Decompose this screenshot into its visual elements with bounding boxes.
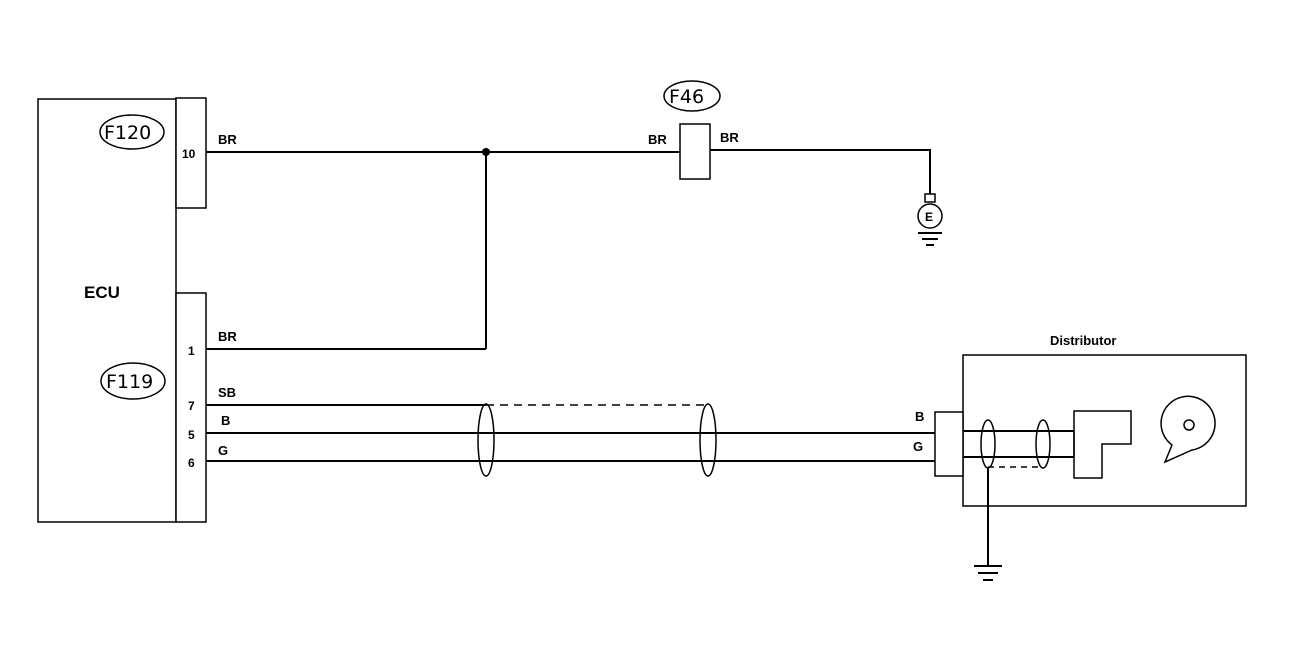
ground-terminal-label: E (925, 210, 933, 224)
shield-ellipse (1035, 419, 1051, 469)
wire-color-label: BR (218, 329, 237, 344)
distributor-label: Distributor (1050, 333, 1116, 348)
wire-color-label: BR (648, 132, 667, 147)
f120-connector-block (175, 97, 207, 209)
ground-terminal-e (917, 203, 943, 229)
wire-color-label: B (221, 413, 230, 428)
shield-ellipse (477, 403, 495, 477)
reluctor-icon (1160, 395, 1216, 464)
pin-5: 5 (188, 428, 195, 442)
reluctor-hub (1183, 419, 1195, 431)
pin-7: 7 (188, 399, 195, 413)
wire-color-label: BR (720, 130, 739, 145)
pin-6: 6 (188, 456, 195, 470)
f46-connector-label: F46 (669, 86, 704, 108)
pin-1: 1 (188, 344, 195, 358)
ecu-label: ECU (84, 283, 120, 302)
f46-connector-tag (663, 80, 721, 112)
ecu-box (37, 98, 177, 523)
wire-color-label: G (218, 443, 228, 458)
distributor-connector (934, 411, 964, 477)
wire-color-label: SB (218, 385, 236, 400)
f120-connector-tag (99, 114, 165, 150)
wire-color-label: B (915, 409, 924, 424)
f119-connector-block (175, 292, 207, 523)
pin-10: 10 (182, 147, 196, 161)
shield-ellipse (699, 403, 717, 477)
wire-color-label: G (913, 439, 923, 454)
pickup-coil (1073, 410, 1132, 479)
wire-color-label: BR (218, 132, 237, 147)
f46-connector-block (679, 123, 711, 180)
wire-to-ground-terminal (710, 149, 931, 195)
f119-connector-label: F119 (106, 371, 153, 393)
f119-connector-tag (100, 362, 166, 400)
f120-connector-label: F120 (104, 122, 151, 144)
ground-terminal-lug (924, 193, 936, 203)
